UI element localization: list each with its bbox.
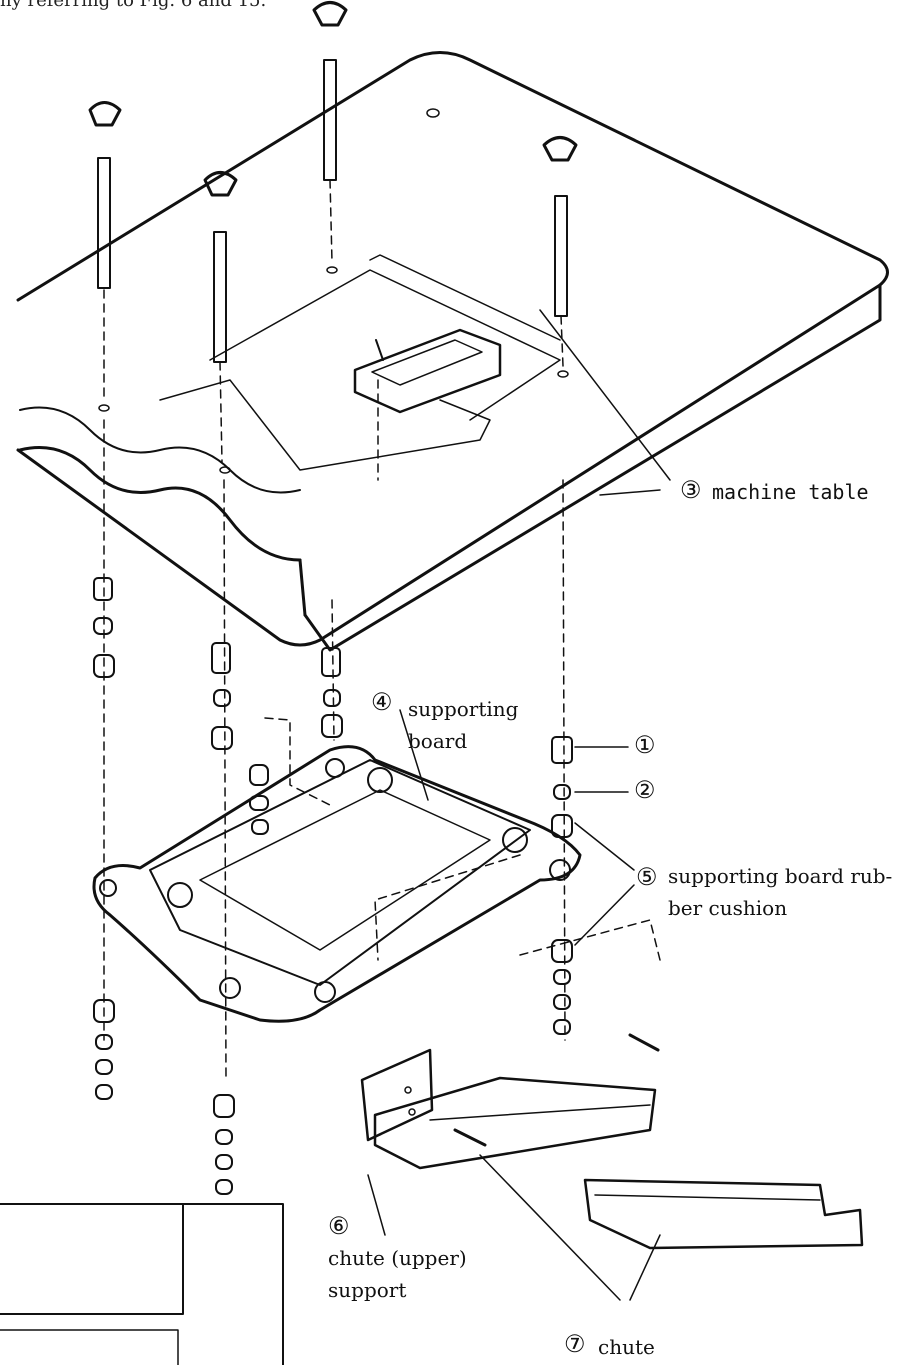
callout-2-number: ② [634,776,656,804]
callout-5-number: ⑤ [636,863,658,891]
page-header-text: ny referring to Fig. 6 and 15. [0,0,267,11]
long-screw-4 [542,136,578,317]
callout-7-number: ⑦ [564,1330,586,1358]
cushion-label: supporting board rub- [668,864,893,888]
machine-table [16,51,889,647]
chute-upper [373,1076,657,1170]
table-bracket [353,328,502,414]
cushion-label-2: ber cushion [668,896,788,920]
chute-lower [583,1178,864,1250]
long-screw-3 [312,1,348,181]
chute-support-label-2: support [328,1278,407,1302]
callout-4-number: ④ [371,688,393,716]
chute-support-label: chute (upper) [328,1246,467,1270]
chute-label: chute [598,1335,655,1359]
long-screw-1 [88,101,122,289]
cushion-stacks [93,577,573,1195]
long-screw-2 [203,171,238,363]
callout-6-number: ⑥ [328,1212,350,1240]
supporting-board [92,745,582,1023]
machine-table-label: machine table [712,480,869,504]
callout-3-number: ③ [680,476,702,504]
supporting-board-label-2: board [408,729,468,753]
callout-1-number: ① [634,731,656,759]
bottom-left-box [0,1203,284,1365]
chute-upper-support [360,1048,434,1142]
supporting-board-label: supporting [408,697,519,721]
